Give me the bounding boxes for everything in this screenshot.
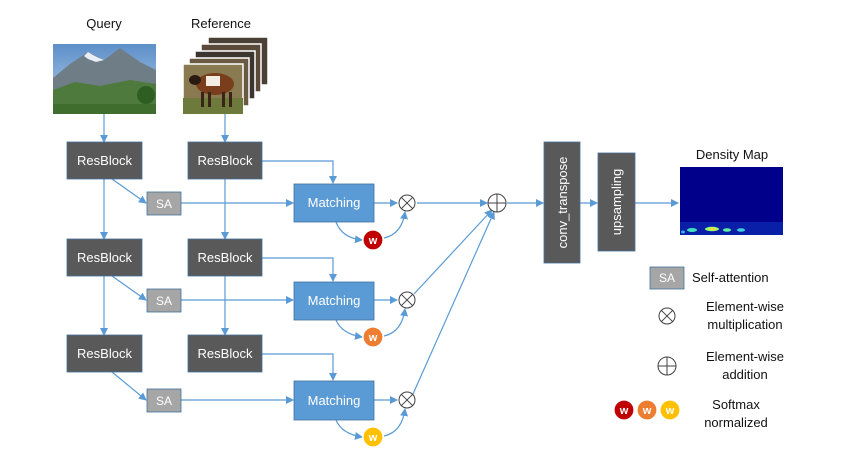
legend-w-3-label: w xyxy=(665,405,675,417)
legend-add-line1: Element-wise xyxy=(705,349,785,364)
conv-transpose-label: conv_transpose xyxy=(555,157,570,249)
legend-w-1-label: w xyxy=(619,405,629,417)
reference-images xyxy=(182,36,269,115)
legend-self-attention: Self-attention xyxy=(692,270,769,285)
legend-w-circles xyxy=(613,399,681,421)
resblocks xyxy=(66,141,263,373)
matching-3-label: Matching xyxy=(308,393,361,408)
legend-multiplication: Element-wise multiplication xyxy=(690,298,800,334)
legend-add-icon xyxy=(657,356,677,376)
legend-mult-line1: Element-wise xyxy=(705,299,785,314)
sa-2-label: SA xyxy=(156,294,172,308)
legend-multiply-icon xyxy=(658,307,676,325)
connectors xyxy=(100,114,679,440)
matching-2-label: Matching xyxy=(308,293,361,308)
sa-boxes xyxy=(146,191,182,413)
sa-3-label: SA xyxy=(156,394,172,408)
matching-1-label: Matching xyxy=(308,195,361,210)
add-symbol xyxy=(487,193,507,213)
resblock-ref-3-label: ResBlock xyxy=(198,346,253,361)
legend-sa-box-label: SA xyxy=(659,271,675,285)
resblock-ref-1-label: ResBlock xyxy=(198,153,253,168)
resblock-query-1-label: ResBlock xyxy=(77,153,132,168)
w-circles xyxy=(362,229,384,448)
query-image xyxy=(53,44,156,114)
query-label: Query xyxy=(86,16,122,31)
w-1-label: w xyxy=(368,235,378,247)
upsampling-label: upsampling xyxy=(609,169,624,236)
matching-boxes xyxy=(293,183,375,421)
legend-add-line2: addition xyxy=(722,367,768,382)
legend-softmax-line1: Softmax xyxy=(712,397,760,412)
density-map xyxy=(680,167,783,235)
w-2-label: w xyxy=(368,332,378,344)
legend-sa-box xyxy=(649,266,685,290)
multiply-symbols xyxy=(398,194,416,409)
conv-transpose-block xyxy=(543,141,581,264)
resblock-query-2-label: ResBlock xyxy=(77,250,132,265)
legend-softmax: Softmax normalized xyxy=(686,396,786,432)
resblock-query-3-label: ResBlock xyxy=(77,346,132,361)
sa-1-label: SA xyxy=(156,197,172,211)
w-3-label: w xyxy=(368,432,378,444)
legend-w-2-label: w xyxy=(642,405,652,417)
legend-addition: Element-wise addition xyxy=(690,348,800,384)
reference-label: Reference xyxy=(191,16,251,31)
upsampling-block xyxy=(597,152,636,252)
legend-softmax-line2: normalized xyxy=(704,415,768,430)
density-map-label: Density Map xyxy=(695,147,769,162)
resblock-ref-2-label: ResBlock xyxy=(198,250,253,265)
legend-mult-line2: multiplication xyxy=(707,317,783,332)
